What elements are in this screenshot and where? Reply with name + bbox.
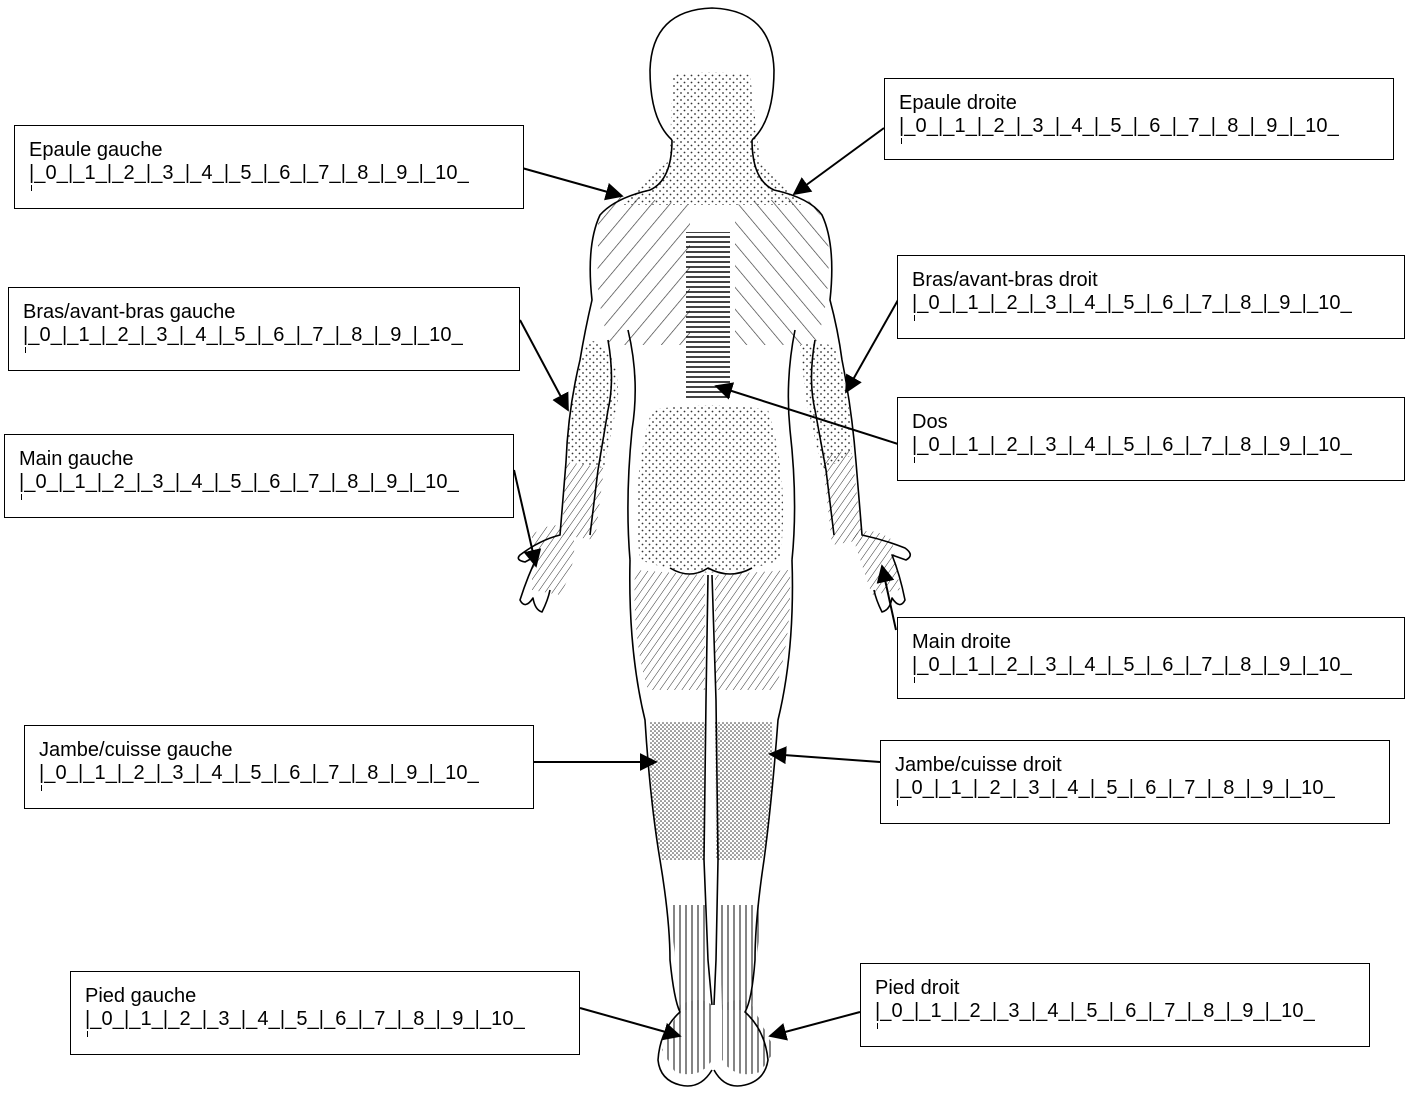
label-jambe-gauche: Jambe/cuisse gauche |_0_|_1_|_2_|_3_|_4_… — [24, 725, 534, 809]
arrow-pied-gauche — [580, 1008, 680, 1036]
label-bras-gauche: Bras/avant-bras gauche |_0_|_1_|_2_|_3_|… — [8, 287, 520, 371]
pain-scale: |_0_|_1_|_2_|_3_|_4_|_5_|_6_|_7_|_8_|_9_… — [39, 762, 519, 784]
label-epaule-gauche: Epaule gauche |_0_|_1_|_2_|_3_|_4_|_5_|_… — [14, 125, 524, 209]
scale-tick — [901, 138, 902, 144]
region-name: Epaule gauche — [29, 138, 509, 162]
region-name: Main gauche — [19, 447, 499, 471]
lower-back-shading — [637, 405, 783, 573]
label-pied-droit: Pied droit |_0_|_1_|_2_|_3_|_4_|_5_|_6_|… — [860, 963, 1370, 1047]
region-name: Dos — [912, 410, 1390, 434]
label-dos: Dos |_0_|_1_|_2_|_3_|_4_|_5_|_6_|_7_|_8_… — [897, 397, 1405, 481]
pain-scale: |_0_|_1_|_2_|_3_|_4_|_5_|_6_|_7_|_8_|_9_… — [895, 777, 1375, 799]
pain-scale: |_0_|_1_|_2_|_3_|_4_|_5_|_6_|_7_|_8_|_9_… — [875, 1000, 1355, 1022]
label-bras-droit: Bras/avant-bras droit |_0_|_1_|_2_|_3_|_… — [897, 255, 1405, 339]
pain-scale: |_0_|_1_|_2_|_3_|_4_|_5_|_6_|_7_|_8_|_9_… — [29, 162, 509, 184]
scale-tick — [897, 800, 898, 806]
spine-shading — [686, 232, 730, 400]
pain-scale: |_0_|_1_|_2_|_3_|_4_|_5_|_6_|_7_|_8_|_9_… — [23, 324, 505, 346]
scale-tick — [31, 185, 32, 191]
pain-scale: |_0_|_1_|_2_|_3_|_4_|_5_|_6_|_7_|_8_|_9_… — [912, 654, 1390, 676]
scale-tick — [41, 785, 42, 791]
pain-scale: |_0_|_1_|_2_|_3_|_4_|_5_|_6_|_7_|_8_|_9_… — [899, 115, 1379, 137]
left-hand-shading — [532, 525, 574, 595]
scale-tick — [25, 347, 26, 353]
pain-scale: |_0_|_1_|_2_|_3_|_4_|_5_|_6_|_7_|_8_|_9_… — [912, 292, 1390, 314]
arrow-jambe-droite — [770, 754, 880, 762]
label-main-droite: Main droite |_0_|_1_|_2_|_3_|_4_|_5_|_6_… — [897, 617, 1405, 699]
pain-scale: |_0_|_1_|_2_|_3_|_4_|_5_|_6_|_7_|_8_|_9_… — [912, 434, 1390, 456]
region-name: Pied gauche — [85, 984, 565, 1008]
arrow-epaule-gauche — [522, 168, 622, 196]
thigh-right-shading — [715, 570, 790, 690]
waist-right — [788, 330, 795, 560]
foot-left-shading — [662, 1000, 712, 1074]
region-name: Epaule droite — [899, 91, 1379, 115]
pain-scale: |_0_|_1_|_2_|_3_|_4_|_5_|_6_|_7_|_8_|_9_… — [85, 1008, 565, 1030]
region-name: Bras/avant-bras gauche — [23, 300, 505, 324]
region-name: Pied droit — [875, 976, 1355, 1000]
thigh-left-shading — [635, 570, 705, 690]
upper-back-right-shading — [735, 196, 829, 345]
region-name: Jambe/cuisse gauche — [39, 738, 519, 762]
waist-left — [628, 330, 635, 560]
scale-tick — [87, 1031, 88, 1037]
arrow-bras-gauche — [520, 320, 568, 410]
scale-tick — [914, 457, 915, 463]
label-main-gauche: Main gauche |_0_|_1_|_2_|_3_|_4_|_5_|_6_… — [4, 434, 514, 518]
right-hand-shading — [852, 531, 900, 595]
right-forearm-shading — [800, 343, 852, 470]
region-name: Main droite — [912, 630, 1390, 654]
arrow-bras-droit — [846, 300, 898, 392]
region-name: Jambe/cuisse droit — [895, 753, 1375, 777]
scale-tick — [877, 1023, 878, 1029]
knee-left-shading — [650, 722, 705, 860]
region-name: Bras/avant-bras droit — [912, 268, 1390, 292]
arrow-pied-droit — [770, 1012, 860, 1036]
scale-tick — [914, 677, 915, 683]
pain-scale: |_0_|_1_|_2_|_3_|_4_|_5_|_6_|_7_|_8_|_9_… — [19, 471, 499, 493]
scale-tick — [21, 494, 22, 500]
label-jambe-droite: Jambe/cuisse droit |_0_|_1_|_2_|_3_|_4_|… — [880, 740, 1390, 824]
neck-shading — [620, 73, 805, 206]
scale-tick — [914, 315, 915, 321]
knee-right-shading — [715, 722, 773, 860]
shin-left-shading — [670, 905, 708, 1010]
label-epaule-droite: Epaule droite |_0_|_1_|_2_|_3_|_4_|_5_|_… — [884, 78, 1394, 160]
label-pied-gauche: Pied gauche |_0_|_1_|_2_|_3_|_4_|_5_|_6_… — [70, 971, 580, 1055]
arrow-epaule-droite — [794, 128, 884, 194]
upper-back-left-shading — [598, 196, 691, 345]
